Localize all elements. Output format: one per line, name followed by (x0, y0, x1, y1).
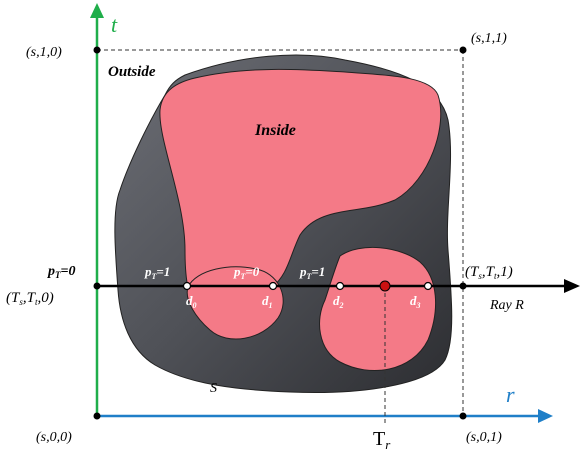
corner-point-top-left (93, 46, 101, 54)
crossing-point-d0 (182, 281, 192, 291)
corner-point-bottom-left (93, 412, 101, 420)
r-axis-label: r (506, 382, 515, 407)
inside-region-upper (159, 68, 442, 311)
crossing-point-d2 (335, 281, 345, 291)
crossing-d2-label: d2 (333, 293, 344, 310)
corner-label-bottom-left: (s,0,0) (36, 430, 72, 445)
corner-point-top-right (459, 46, 467, 54)
crossing-d0-p-label: pT=1 (144, 264, 170, 281)
corner-label-bottom-right: (s,0,1) (466, 430, 502, 445)
t-axis-label: t (111, 12, 118, 37)
crossing-d2-p-label: pT=1 (299, 264, 325, 281)
ray-end-point (459, 282, 467, 290)
ray-start-point (93, 282, 101, 290)
surface-label: S (210, 381, 217, 396)
crossing-point-d3 (423, 281, 433, 291)
crossing-d3-label: d3 (410, 293, 421, 310)
ray-arrowhead (564, 279, 580, 293)
target-hit-point (379, 280, 391, 292)
crossing-d0-label: d0 (186, 293, 197, 310)
r-axis-arrowhead (538, 409, 553, 423)
inside-label: Inside (254, 122, 296, 139)
corner-label-top-right: (s,1,1) (471, 31, 507, 46)
crossing-d1-label: d1 (262, 293, 273, 310)
t-axis-arrowhead (90, 3, 104, 18)
target-label: Tr (373, 428, 391, 452)
corner-label-top-left: (s,1,0) (26, 45, 62, 60)
corner-point-bottom-right (459, 412, 467, 420)
ray-name-label: Ray R (489, 298, 524, 313)
inside-region-lobe-right (319, 246, 437, 372)
ray-start-p-label: pT=0 (47, 264, 75, 280)
crossing-point-d1 (268, 281, 278, 291)
ray-start-coord-label: (Ts,Tt,0) (6, 290, 54, 307)
outside-label: Outside (108, 64, 156, 80)
crossing-d1-p-label: pT=0 (233, 264, 260, 281)
ray-end-coord-label: (Ts,Tt,1) (465, 264, 513, 281)
